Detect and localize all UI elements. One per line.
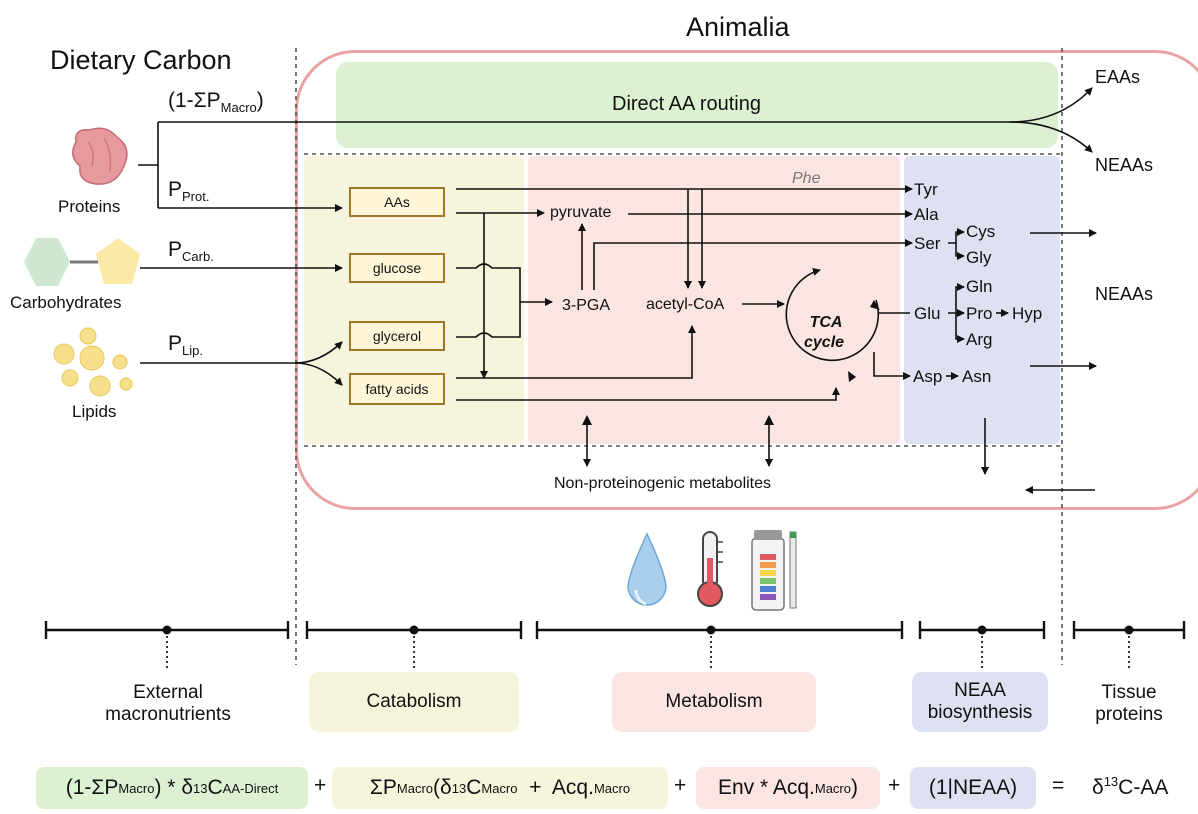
- gly-label: Gly: [966, 248, 992, 267]
- neaas-mid-label: NEAAs: [1095, 284, 1154, 304]
- equals-sign: =: [1052, 774, 1065, 797]
- thermometer-icon: [697, 531, 723, 607]
- direct-routing-label: Direct AA routing: [612, 93, 761, 115]
- diagram-title: Animalia: [686, 12, 790, 42]
- equation-result: δ13C-AA: [1092, 774, 1169, 799]
- ala-label: Ala: [914, 205, 939, 224]
- acetyl-coa-label: acetyl-CoA: [646, 296, 725, 313]
- ser-label: Ser: [914, 234, 941, 253]
- aas-box: AAs: [349, 187, 445, 217]
- plus-3: +: [888, 774, 901, 797]
- glucose-box: glucose: [349, 253, 445, 283]
- non-proteinogenic-label: Non-proteinogenic metabolites: [554, 475, 772, 492]
- eaas-label: EAAs: [1095, 67, 1141, 87]
- phe-label: Phe: [792, 170, 821, 187]
- dietary-carbon-title: Dietary Carbon: [50, 45, 232, 75]
- ph-strip-icon: [751, 530, 797, 611]
- fatty-acids-box: fatty acids: [349, 373, 445, 405]
- neaa-panel: [904, 156, 1060, 444]
- arg-label: Arg: [966, 330, 993, 349]
- pga-label: 3-PGA: [562, 297, 611, 314]
- carbohydrate-icon: [24, 238, 140, 286]
- water-drop-icon: [627, 532, 667, 606]
- lipid-icon: [53, 327, 133, 397]
- neaas-top-label: NEAAs: [1095, 155, 1154, 175]
- stage-external: External macronutrients: [105, 682, 231, 725]
- stage-catabolism: Catabolism: [309, 672, 519, 732]
- tyr-label: Tyr: [914, 180, 938, 199]
- p-prot-label: PProt.: [168, 178, 210, 205]
- plus-1: +: [314, 774, 327, 797]
- glycerol-box: glycerol: [349, 321, 445, 351]
- stage-tissue: Tissue proteins: [1095, 682, 1163, 725]
- carbohydrates-label: Carbohydrates: [10, 293, 122, 312]
- asn-label: Asn: [962, 367, 992, 386]
- protein-icon: [72, 127, 128, 185]
- stage-metabolism: Metabolism: [612, 672, 816, 732]
- direct-routing-panel: [336, 62, 1058, 148]
- equation-term-env: Env * Acq.Macro): [696, 767, 880, 809]
- pyruvate-label: pyruvate: [550, 204, 612, 221]
- asp-label: Asp: [913, 367, 943, 386]
- equation-term-neaa: (1|NEAA): [910, 767, 1036, 809]
- direct-fraction-label: (1-ΣPMacro): [168, 89, 264, 116]
- hyp-label: Hyp: [1012, 304, 1043, 323]
- proteins-label: Proteins: [58, 197, 121, 216]
- p-carb-label: PCarb.: [168, 238, 214, 265]
- metabolism-panel: [528, 156, 900, 444]
- cys-label: Cys: [966, 222, 996, 241]
- plus-2: +: [674, 774, 687, 797]
- p-lip-label: PLip.: [168, 332, 203, 359]
- glu-label: Glu: [914, 304, 941, 323]
- lipids-label: Lipids: [72, 402, 117, 421]
- pro-label: Pro: [966, 304, 993, 323]
- stage-neaa: NEAA biosynthesis: [912, 672, 1048, 732]
- gln-label: Gln: [966, 277, 993, 296]
